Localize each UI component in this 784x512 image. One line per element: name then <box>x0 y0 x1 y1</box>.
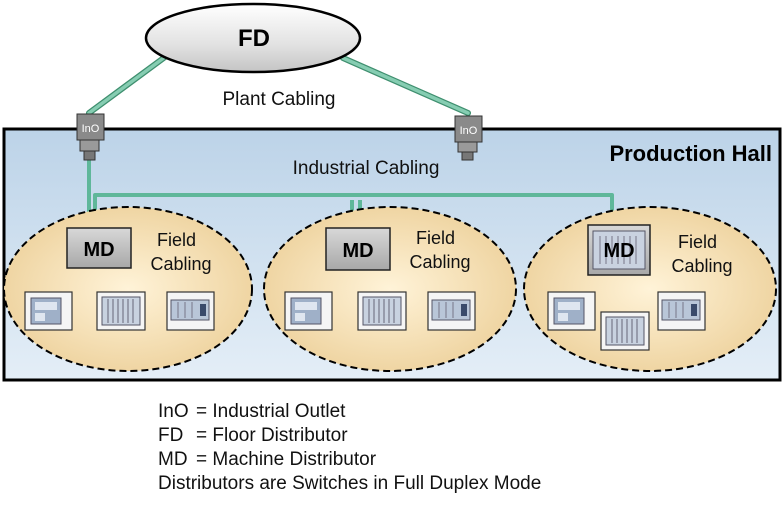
legend-row-ino: InO = Industrial Outlet <box>158 400 541 424</box>
device-controller-1 <box>24 291 73 331</box>
md-3-slots <box>599 236 637 264</box>
device-controller-2 <box>284 291 333 331</box>
legend-abbr: FD <box>158 425 184 446</box>
md-1-label: MD <box>83 239 114 261</box>
field-cabling-1-line-1: Field <box>157 230 196 250</box>
floor-distributor-ellipse <box>144 2 362 74</box>
field-cabling-1-label: Field Cabling <box>150 230 211 274</box>
legend: InO = Industrial Outlet FD = Floor Distrib… <box>158 400 541 496</box>
industrial-cabling-label: Industrial Cabling <box>293 158 440 179</box>
device-io-module-2 <box>427 291 476 331</box>
machine-distributor-2 <box>325 227 391 271</box>
legend-row-md: MD = Machine Distributor <box>158 448 541 472</box>
machine-distributor-1 <box>66 227 132 269</box>
fd-label: FD <box>238 25 270 52</box>
legend-desc: = Industrial Outlet <box>196 401 346 422</box>
md-3-label: MD <box>603 240 634 262</box>
legend-desc: = Machine Distributor <box>196 449 377 470</box>
legend-abbr: InO <box>158 401 189 422</box>
device-rack-1 <box>96 291 146 331</box>
field-cabling-2-line-1: Field <box>416 228 455 248</box>
field-cabling-1-line-2: Cabling <box>150 254 211 274</box>
device-io-module-1 <box>166 291 215 331</box>
legend-row-fd: FD = Floor Distributor <box>158 424 541 448</box>
field-cabling-2-label: Field Cabling <box>409 228 470 272</box>
outlet-right-label: InO <box>460 125 478 137</box>
device-controller-3 <box>547 291 596 331</box>
device-rack-3 <box>600 311 650 351</box>
field-cabling-3-label: Field Cabling <box>671 232 732 276</box>
legend-note: Distributors are Switches in Full Duplex… <box>158 473 542 494</box>
industrial-outlet-left: InO <box>76 113 105 161</box>
device-io-module-3 <box>657 291 706 331</box>
production-hall-label: Production Hall <box>609 141 772 166</box>
plant-cabling-lines <box>86 54 471 116</box>
outlet-left-label: InO <box>82 123 100 135</box>
md-2-label: MD <box>342 240 373 262</box>
legend-desc: = Floor Distributor <box>196 425 348 446</box>
field-cabling-2-line-2: Cabling <box>409 252 470 272</box>
industrial-outlet-right: InO <box>454 115 483 161</box>
device-rack-2 <box>357 291 407 331</box>
field-cabling-3-line-2: Cabling <box>671 256 732 276</box>
legend-abbr: MD <box>158 449 188 470</box>
plant-cabling-label: Plant Cabling <box>222 89 335 110</box>
field-cabling-3-line-1: Field <box>678 232 717 252</box>
